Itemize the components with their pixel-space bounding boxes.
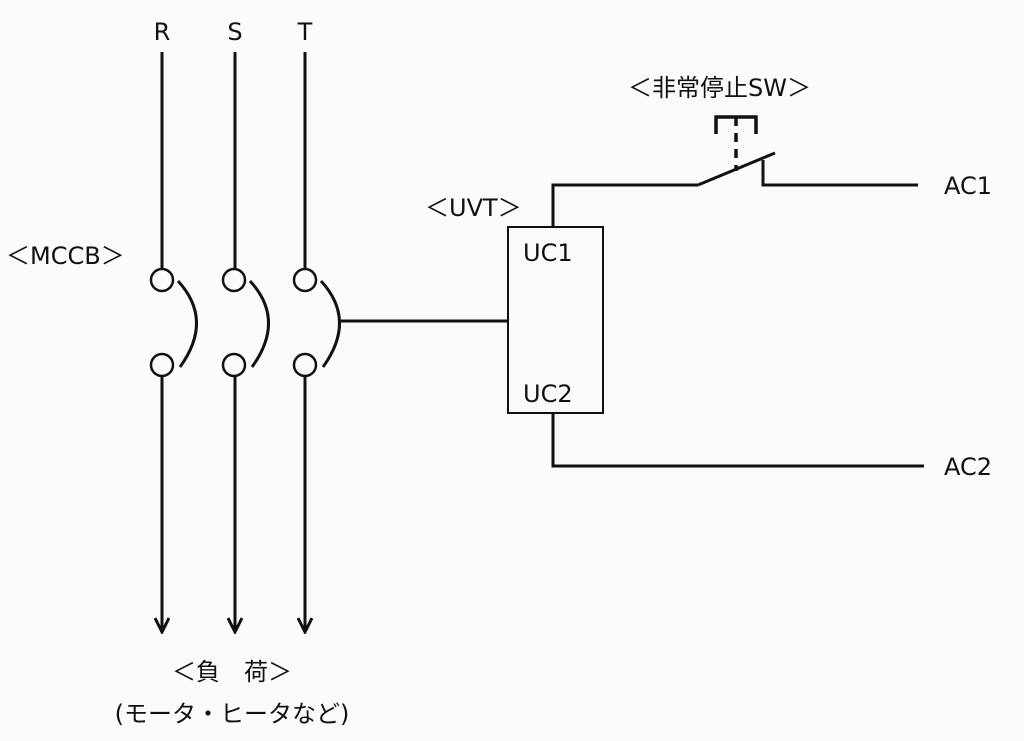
mccb-contact-t-bottom xyxy=(292,352,318,378)
mccb-contact-s-top xyxy=(221,267,247,293)
mccb-arc-r xyxy=(176,279,198,368)
mccb-label: ＜MCCB＞ xyxy=(6,242,125,270)
phase-label-r: R xyxy=(154,18,171,46)
uvt-terminal-uc2: UC2 xyxy=(523,380,573,408)
load-label: ＜負 荷＞ xyxy=(172,658,292,686)
ac1-terminal-label: AC1 xyxy=(944,172,992,200)
phase-line-t xyxy=(292,52,341,632)
emergency-switch-label: ＜非常停止SW＞ xyxy=(628,74,811,102)
phase-label-s: S xyxy=(227,18,242,46)
phase-label-t: T xyxy=(297,18,313,46)
wire-uc1-to-switch xyxy=(551,183,698,227)
uvt-terminal-uc1: UC1 xyxy=(523,239,573,267)
wire-uc2-to-ac2 xyxy=(551,413,924,468)
mccb-contact-s-bottom xyxy=(221,352,247,378)
mccb-contact-t-top xyxy=(292,267,318,293)
phase-line-r xyxy=(149,52,198,632)
ac2-terminal-label: AC2 xyxy=(944,453,992,481)
mccb-contact-r-top xyxy=(149,267,175,293)
phase-line-s xyxy=(221,52,270,632)
load-note: (モータ・ヒータなど) xyxy=(115,700,350,728)
mccb-arc-t xyxy=(319,279,341,368)
mccb-arc-s xyxy=(248,279,270,368)
wire-switch-to-ac1 xyxy=(761,160,918,187)
mccb-contact-r-bottom xyxy=(149,352,175,378)
uvt-label: ＜UVT＞ xyxy=(425,194,522,222)
uvt-box xyxy=(507,226,604,414)
